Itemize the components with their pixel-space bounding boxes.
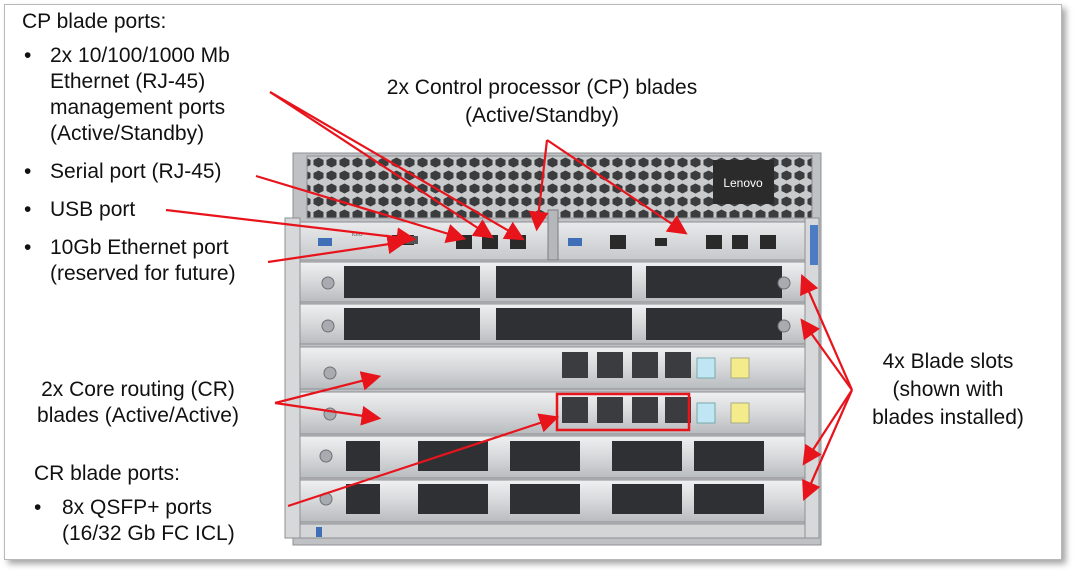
- sx6-blade-1: [299, 435, 806, 479]
- cp-port-item-mgmt-line1: 2x 10/100/1000 Mb: [50, 44, 230, 67]
- cp-blades-label-line2: (Active/Standby): [464, 104, 620, 127]
- cp-port-item-mgmt-line2: Ethernet (RJ-45): [50, 70, 206, 93]
- cp-port-item-mgmt-line3: management ports: [50, 96, 226, 119]
- cp-port-item-usb: USB port: [50, 198, 136, 221]
- cp-blades-label-line1: 2x Control processor (CP) blades: [386, 76, 698, 99]
- cp-port-item-mgmt-line4: (Active/Standby): [50, 122, 205, 145]
- sx6-blade-2: [299, 479, 806, 523]
- bullet: •: [24, 44, 32, 67]
- blade-slots-label-line1: 4x Blade slots: [882, 350, 1014, 373]
- fc32-blade-2: [299, 303, 806, 345]
- cr-blade-1: [299, 346, 806, 390]
- cr-ports-heading: CR blade ports:: [34, 462, 180, 485]
- blade-slots-label-line2: (shown with: [892, 378, 1004, 401]
- lenovo-logo-text: Lenovo: [723, 176, 763, 190]
- cr-port-item-line2: (16/32 Gb FC ICL): [62, 522, 235, 545]
- cr-port-item-line1: 8x QSFP+ ports: [62, 496, 212, 519]
- fc32-blade-1: [299, 261, 806, 303]
- bullet: •: [24, 198, 32, 221]
- cr-blade-2: [299, 391, 806, 435]
- cp-port-item-10gb-line2: (reserved for future): [50, 262, 236, 285]
- cr-blades-label-line1: 2x Core routing (CR): [41, 378, 235, 401]
- bullet: •: [24, 160, 32, 183]
- cp-ports-heading: CP blade ports:: [22, 10, 167, 33]
- lenovo-logo-badge: [713, 160, 774, 204]
- bullet: •: [24, 236, 32, 259]
- svg-text:IOIO: IOIO: [352, 232, 363, 238]
- bullet: •: [34, 496, 42, 519]
- blade-slots-label-line3: blades installed): [872, 406, 1024, 429]
- cr-blades-label-line2: blades (Active/Active): [37, 404, 239, 427]
- cp-port-item-10gb-line1: 10Gb Ethernet port: [50, 236, 229, 259]
- cp-port-item-serial: Serial port (RJ-45): [50, 160, 222, 183]
- qsfp-ports-highlight: [555, 392, 691, 432]
